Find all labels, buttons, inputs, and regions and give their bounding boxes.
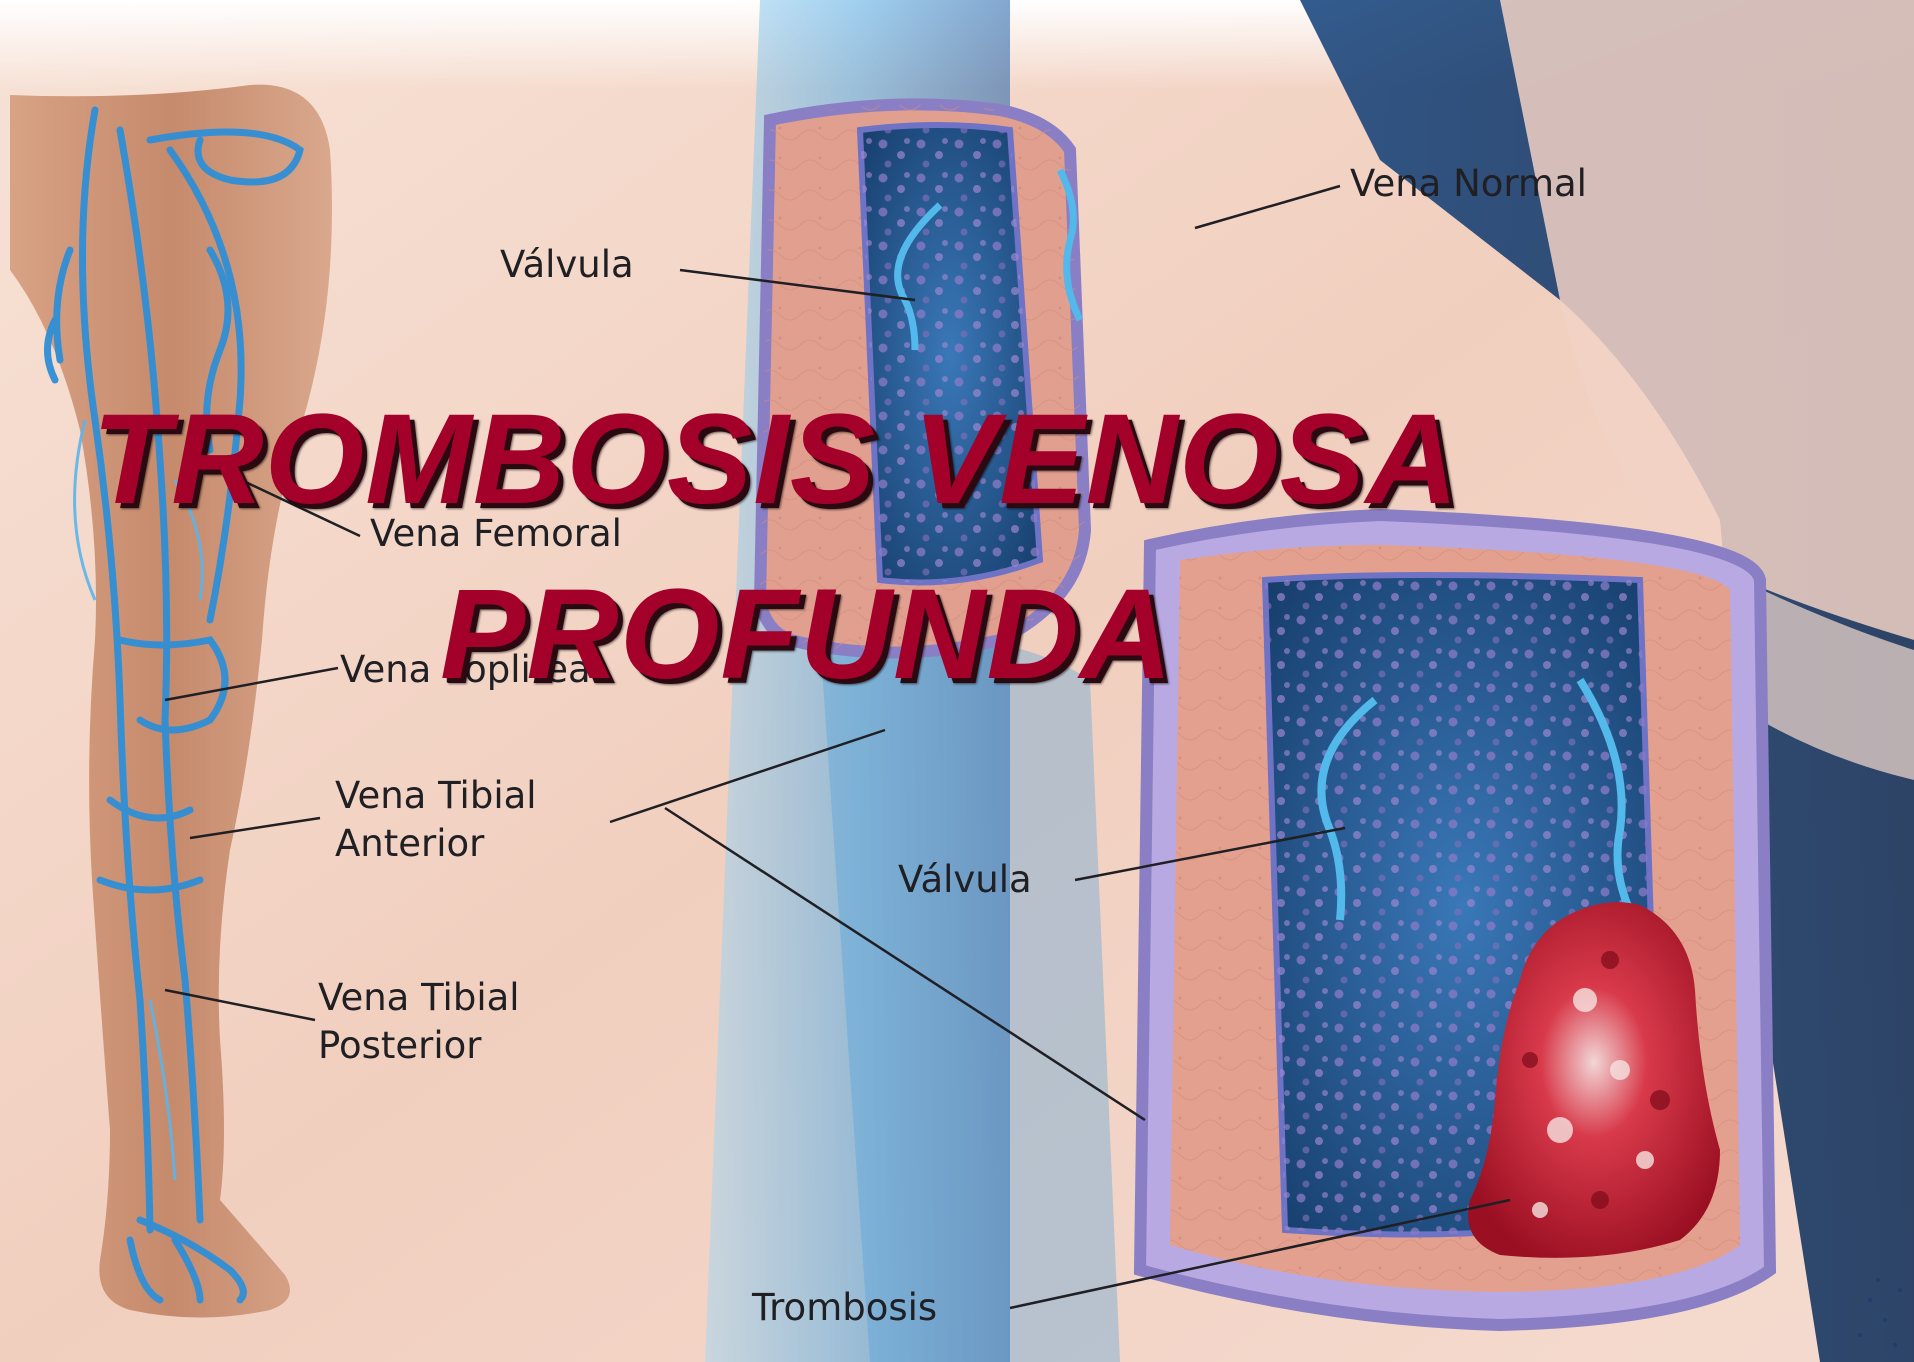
slide-title-line-2: PROFUNDA xyxy=(440,560,1173,710)
slide-title-line-1: TROMBOSIS VENOSA xyxy=(92,385,1459,535)
label-valvula-bottom: Válvula xyxy=(898,858,1032,902)
label-vena-tibial-anterior-2: Anterior xyxy=(335,822,484,866)
label-vena-tibial-posterior-2: Posterior xyxy=(318,1024,482,1068)
label-valvula-top: Válvula xyxy=(500,243,634,287)
label-vena-normal: Vena Normal xyxy=(1350,162,1587,206)
label-vena-tibial-anterior-1: Vena Tibial xyxy=(335,774,537,818)
label-trombosis: Trombosis xyxy=(752,1286,937,1330)
label-vena-tibial-posterior-1: Vena Tibial xyxy=(318,976,520,1020)
